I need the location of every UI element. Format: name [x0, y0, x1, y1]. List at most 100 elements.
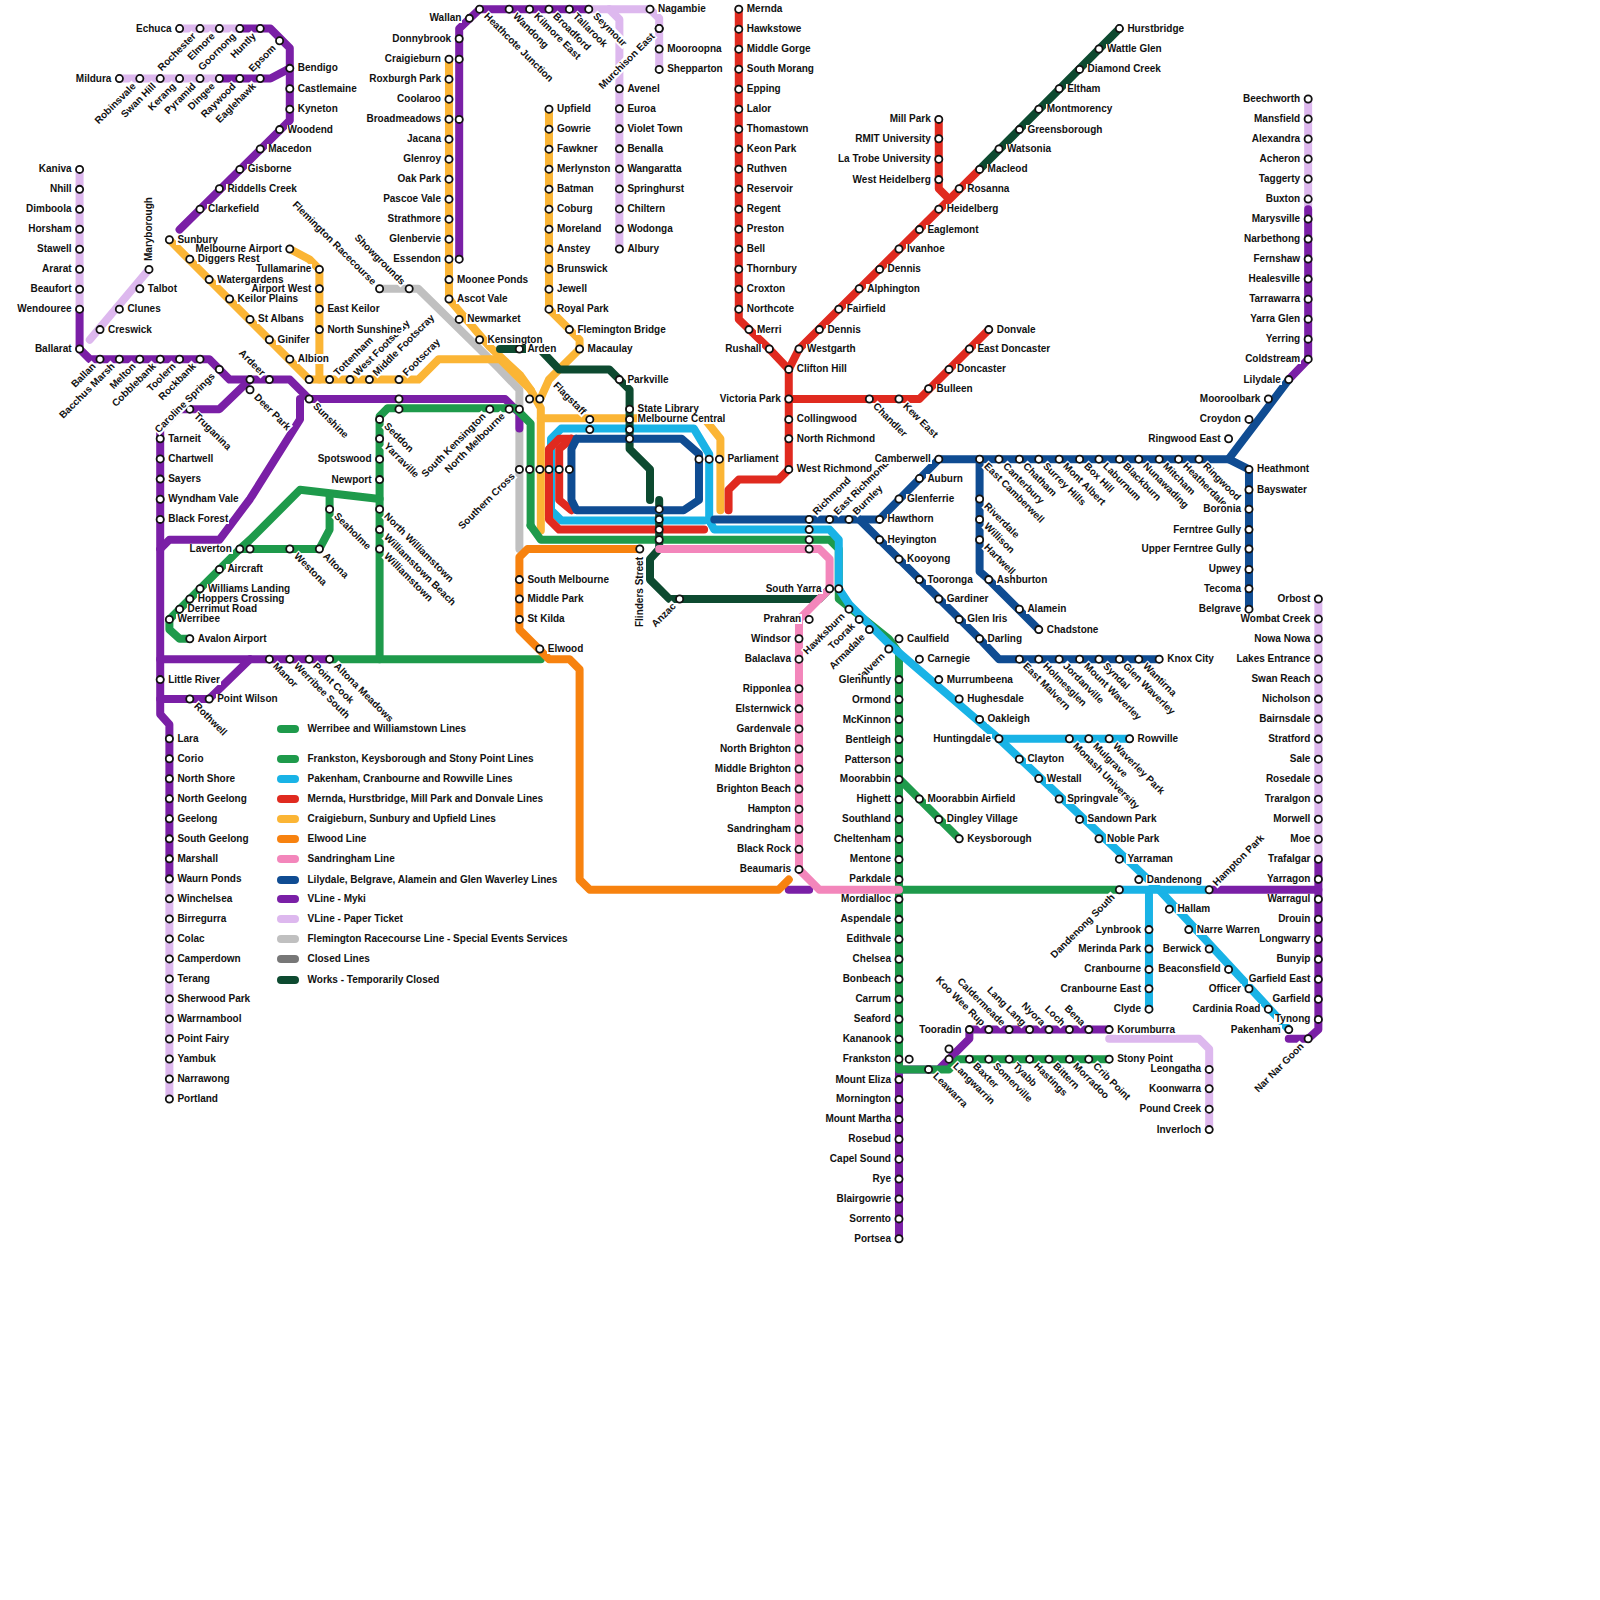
station-label: Chiltern	[626, 204, 666, 214]
station-dot	[246, 316, 253, 323]
station-dot	[1016, 656, 1023, 663]
station-label: Albury	[626, 244, 660, 254]
station-dot	[626, 406, 633, 413]
station-dot	[1305, 235, 1312, 242]
station-dot	[656, 25, 663, 32]
station-dot	[806, 536, 813, 543]
station-label: Coolaroo	[396, 94, 442, 104]
station-dot	[176, 356, 183, 363]
station-dot	[806, 526, 813, 533]
station-dot	[935, 176, 942, 183]
station-label: Mildura	[75, 74, 113, 84]
station-dot	[626, 416, 633, 423]
station-label: Thornbury	[746, 264, 798, 274]
station-label: Nicholson	[1261, 694, 1311, 704]
station-dot	[1035, 626, 1042, 633]
station-label: Jacana	[406, 134, 442, 144]
station-label: Murrumbeena	[946, 675, 1014, 685]
station-dot	[1095, 835, 1102, 842]
station-label: Macaulay	[587, 344, 634, 354]
legend-row: Flemington Racecourse Line - Special Eve…	[277, 933, 569, 945]
station-dot	[1315, 675, 1322, 682]
station-label: Mordialloc	[840, 894, 892, 904]
station-dot	[795, 725, 802, 732]
station-label: Wombat Creek	[1240, 614, 1312, 624]
station-dot	[935, 816, 942, 823]
station-dot	[157, 435, 164, 442]
station-dot	[976, 456, 983, 463]
legend-row: Craigieburn, Sunbury and Upfield Lines	[277, 813, 497, 825]
station-dot	[895, 1136, 902, 1143]
station-dot	[176, 606, 183, 613]
station-dot	[545, 126, 552, 133]
station-dot	[735, 166, 742, 173]
station-label: Huntingdale	[932, 734, 992, 744]
route-line	[330, 655, 541, 663]
legend-row: Works - Temporarily Closed	[277, 974, 441, 986]
station-label: Knox City	[1166, 654, 1215, 664]
station-label: Mill Park	[889, 114, 932, 124]
station-dot	[196, 356, 203, 363]
station-dot	[966, 1026, 973, 1033]
station-dot	[216, 25, 223, 32]
station-label: Ashburton	[996, 575, 1049, 585]
station-dot	[935, 456, 942, 463]
station-dot	[445, 136, 452, 143]
station-dot	[176, 75, 183, 82]
station-dot	[136, 75, 143, 82]
station-dot	[1006, 1056, 1013, 1063]
station-dot	[1315, 615, 1322, 622]
station-dot	[76, 286, 83, 293]
station-label: Flemington Bridge	[576, 325, 666, 335]
station-dot	[216, 366, 223, 373]
station-dot	[876, 516, 883, 523]
station-dot	[286, 545, 293, 552]
station-label: Diggers Rest	[197, 254, 261, 264]
station-dot	[895, 676, 902, 683]
station-dot	[1315, 976, 1322, 983]
route-line	[659, 549, 899, 890]
station-label: North Richmond	[796, 434, 876, 444]
station-label: Deer Park	[251, 391, 293, 433]
station-dot	[1305, 256, 1312, 263]
station-dot	[286, 65, 293, 72]
station-label: Traralgon	[1264, 794, 1312, 804]
station-dot	[1016, 456, 1023, 463]
station-dot	[456, 316, 463, 323]
station-label: Essendon	[392, 254, 442, 264]
station-label: Benalla	[626, 144, 664, 154]
station-label: Beaconsfield	[1157, 964, 1221, 974]
station-dot	[1305, 1035, 1312, 1042]
station-dot	[586, 426, 593, 433]
station-label: South Geelong	[176, 834, 249, 844]
station-label: Koonwarra	[1148, 1084, 1202, 1094]
station-dot	[1305, 195, 1312, 202]
station-dot	[1026, 1056, 1033, 1063]
station-dot	[346, 376, 353, 383]
station-dot	[935, 135, 942, 142]
station-dot	[795, 826, 802, 833]
station-label: Nowa Nowa	[1253, 634, 1311, 644]
legend-row: Werribee and Williamstown Lines	[277, 723, 468, 735]
station-label: Ararat	[41, 264, 72, 274]
station-label: Ormond	[851, 695, 892, 705]
station-dot	[935, 116, 942, 123]
station-label: Greensborough	[1026, 125, 1103, 135]
station-dot	[735, 286, 742, 293]
station-label: Pakenham	[1230, 1025, 1282, 1035]
station-dot	[1245, 566, 1252, 573]
station-label: Diamond Creek	[1087, 64, 1162, 74]
station-label: Collingwood	[796, 414, 858, 424]
station-dot	[216, 75, 223, 82]
station-dot	[1006, 1026, 1013, 1033]
station-label: Narrawong	[176, 1074, 230, 1084]
station-label: Melbourne Airport	[194, 244, 282, 254]
station-dot	[576, 345, 583, 352]
station-dot	[266, 376, 273, 383]
station-label: Chartwell	[167, 454, 214, 464]
station-dot	[96, 356, 103, 363]
station-dot	[226, 295, 233, 302]
station-dot	[1315, 996, 1322, 1003]
station-dot	[116, 75, 123, 82]
station-dot	[566, 326, 573, 333]
